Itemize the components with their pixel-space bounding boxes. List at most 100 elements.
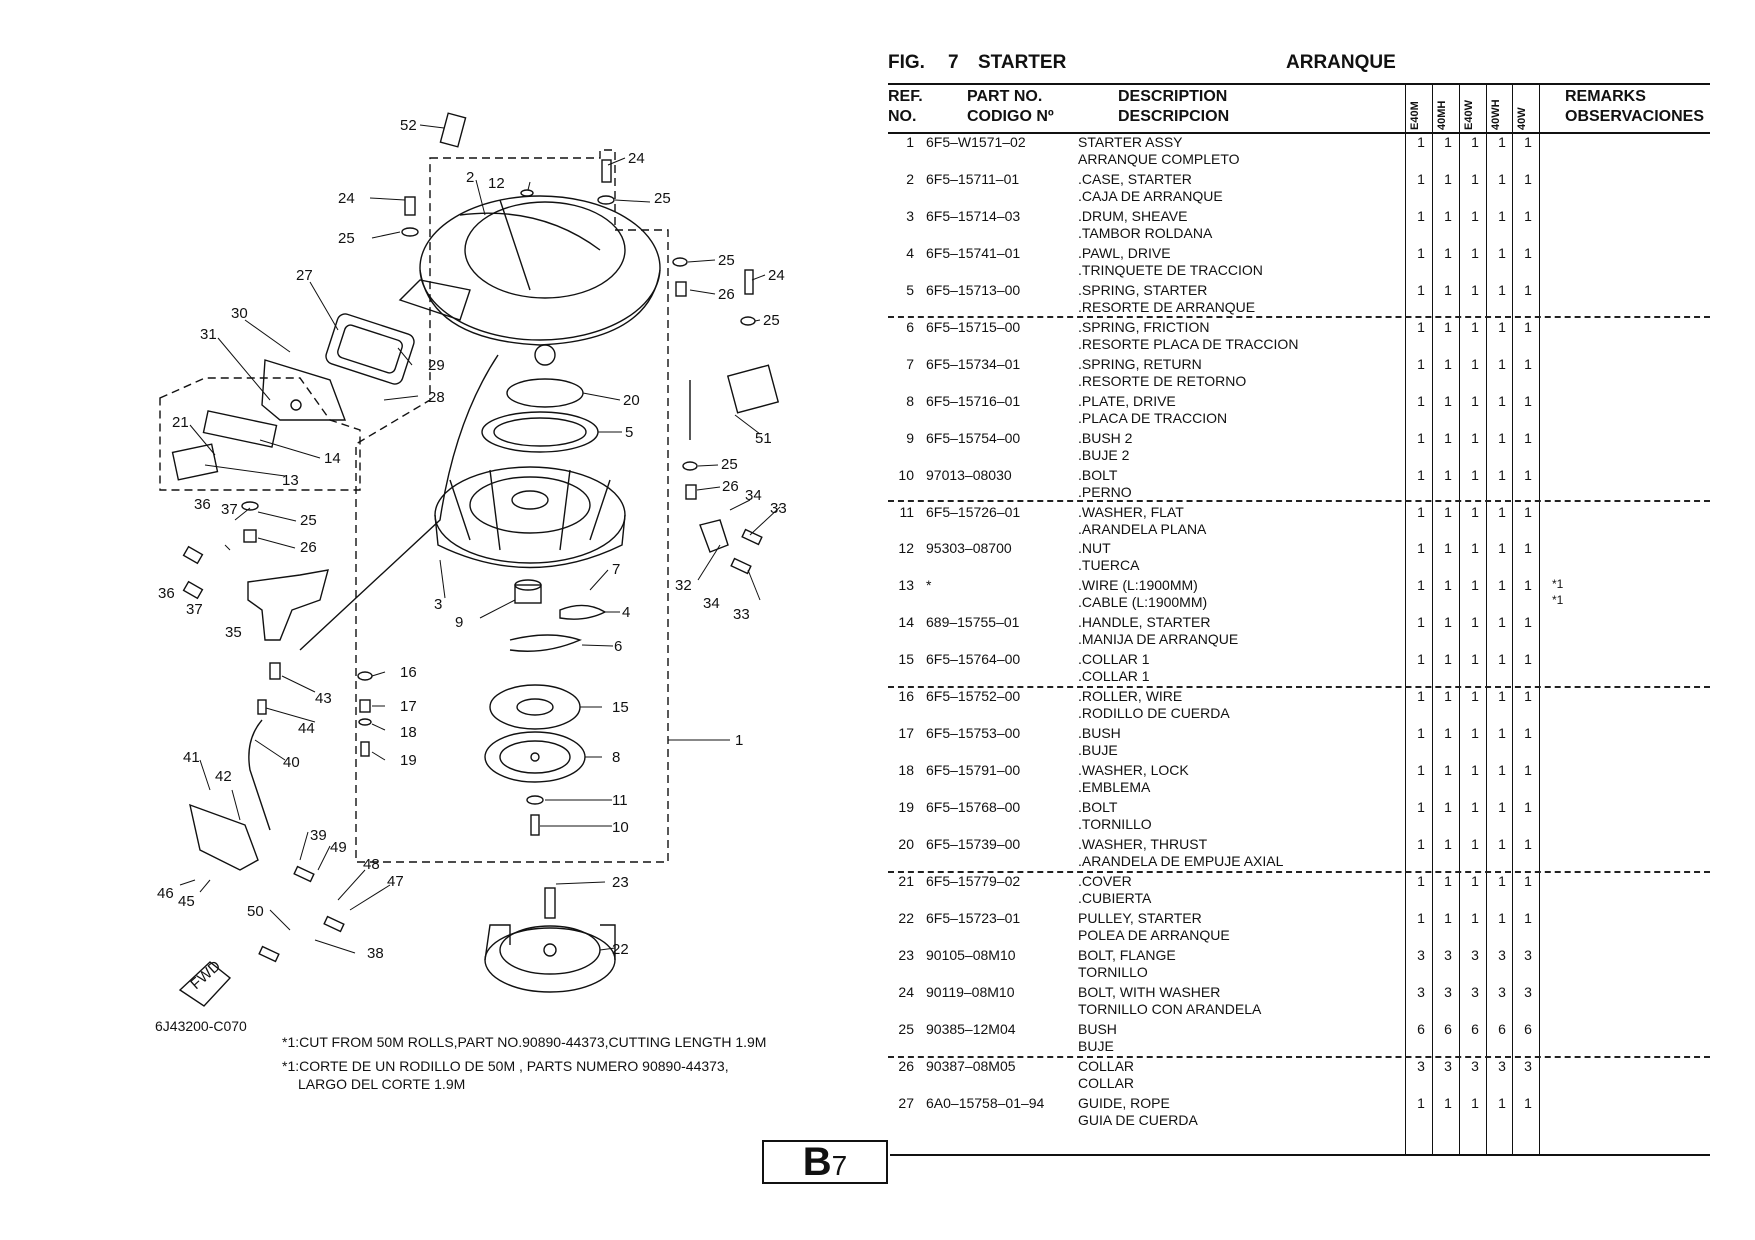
ref-number: 20 (898, 836, 914, 853)
decal-51 (726, 364, 780, 414)
ref-number: 23 (898, 946, 914, 963)
callout-47: 47 (387, 873, 404, 890)
callout-9: 9 (455, 614, 463, 631)
quantity-40mh: 1 (1444, 503, 1452, 520)
callout-16: 16 (400, 664, 417, 681)
part-number: * (926, 577, 932, 594)
quantity-e40m: 1 (1417, 355, 1425, 372)
quantity-40mh: 3 (1444, 946, 1452, 963)
quantity-e40m: 1 (1417, 429, 1425, 446)
quantity-40mh: 1 (1444, 244, 1452, 261)
description-en: .DRUM, SHEAVE (1078, 207, 1188, 224)
description-es: .RESORTE PLACA DE TRACCION (1078, 335, 1299, 352)
quantity-40wh: 1 (1498, 503, 1506, 520)
quantity-40mh: 1 (1444, 466, 1452, 483)
quantity-40mh: 1 (1444, 134, 1452, 150)
description-en: .CASE, STARTER (1078, 170, 1192, 187)
col-desc-en: DESCRIPTION (1118, 88, 1228, 105)
quantity-40w: 1 (1524, 577, 1532, 594)
drum-sheave-3 (434, 466, 626, 569)
description-en: .SPRING, FRICTION (1078, 318, 1210, 335)
quantity-e40w: 1 (1471, 281, 1479, 298)
ref-number: 26 (898, 1057, 914, 1074)
quantity-40mh: 1 (1444, 688, 1452, 705)
description-es: ARRANQUE COMPLETO (1078, 151, 1240, 167)
quantity-40w: 1 (1524, 503, 1532, 520)
quantity-e40w: 3 (1471, 946, 1479, 963)
quantity-40w: 3 (1524, 946, 1532, 963)
callout-25: 25 (763, 312, 780, 329)
bracket-32 (699, 519, 729, 553)
quantity-40w: 1 (1524, 318, 1532, 335)
starter-handle (261, 313, 415, 421)
part-number: 6F5–15754–00 (926, 429, 1021, 446)
col-divider (1512, 84, 1513, 1154)
callout-49: 49 (330, 839, 347, 856)
group-separator (888, 871, 1710, 873)
remark-en: *1 (1552, 577, 1564, 592)
quantity-40wh: 3 (1498, 946, 1506, 963)
quantity-40mh: 1 (1444, 355, 1452, 372)
quantity-40mh: 3 (1444, 983, 1452, 1000)
quantity-40w: 1 (1524, 134, 1532, 150)
callout-39: 39 (310, 827, 327, 844)
quantity-40w: 1 (1524, 540, 1532, 557)
note-line-1: *1:CUT FROM 50M ROLLS,PART NO.90890-4437… (282, 1034, 767, 1050)
quantity-40mh: 1 (1444, 281, 1452, 298)
ref-number: 25 (898, 1020, 914, 1037)
ref-number: 24 (898, 983, 914, 1000)
callout-24: 24 (338, 190, 355, 207)
bracket-35 (247, 569, 329, 641)
ref-number: 22 (898, 909, 914, 926)
quantity-e40m: 1 (1417, 503, 1425, 520)
callout-35: 35 (225, 624, 242, 641)
quantity-40wh: 3 (1498, 1057, 1506, 1074)
description-en: .ROLLER, WIRE (1078, 688, 1183, 705)
quantity-40w: 1 (1524, 909, 1532, 926)
callout-2: 2 (466, 169, 474, 186)
quantity-40wh: 1 (1498, 244, 1506, 261)
ref-number: 16 (898, 688, 914, 705)
col-divider (1539, 84, 1540, 1154)
description-en: STARTER ASSY (1078, 134, 1183, 150)
quantity-40mh: 1 (1444, 540, 1452, 557)
quantity-e40w: 1 (1471, 836, 1479, 853)
ref-number: 15 (898, 651, 914, 668)
callout-23: 23 (612, 874, 629, 891)
ref-number: 14 (898, 614, 914, 631)
table-top-rule (888, 83, 1710, 85)
quantity-e40m: 3 (1417, 983, 1425, 1000)
ref-number: 7 (906, 355, 914, 372)
page-badge-letter: B (802, 1140, 832, 1184)
decal-52 (439, 112, 467, 148)
part-number: 6F5–15741–01 (926, 244, 1021, 261)
group-separator (888, 500, 1710, 502)
quantity-40wh: 1 (1498, 207, 1506, 224)
quantity-40wh: 1 (1498, 873, 1506, 889)
quantity-e40m: 1 (1417, 614, 1425, 631)
quantity-40mh: 1 (1444, 873, 1452, 889)
quantity-40wh: 1 (1498, 614, 1506, 631)
part-number: 6F5–15768–00 (926, 799, 1021, 816)
group-separator (888, 316, 1710, 318)
quantity-40mh: 1 (1444, 909, 1452, 926)
quantity-e40w: 3 (1471, 983, 1479, 1000)
description-en: COLLAR (1078, 1057, 1135, 1074)
quantity-40w: 3 (1524, 1057, 1532, 1074)
description-en: .BOLT (1078, 799, 1118, 816)
starter-case (398, 195, 661, 366)
quantity-e40w: 1 (1471, 244, 1479, 261)
quantity-40w: 1 (1524, 836, 1532, 853)
callout-51: 51 (755, 430, 772, 447)
callout-6: 6 (614, 638, 622, 655)
quantity-40wh: 3 (1498, 983, 1506, 1000)
ref-number: 8 (906, 392, 914, 409)
quantity-e40m: 1 (1417, 688, 1425, 705)
description-en: .NUT (1078, 540, 1111, 557)
quantity-40mh: 1 (1444, 836, 1452, 853)
callout-33: 33 (733, 606, 750, 623)
